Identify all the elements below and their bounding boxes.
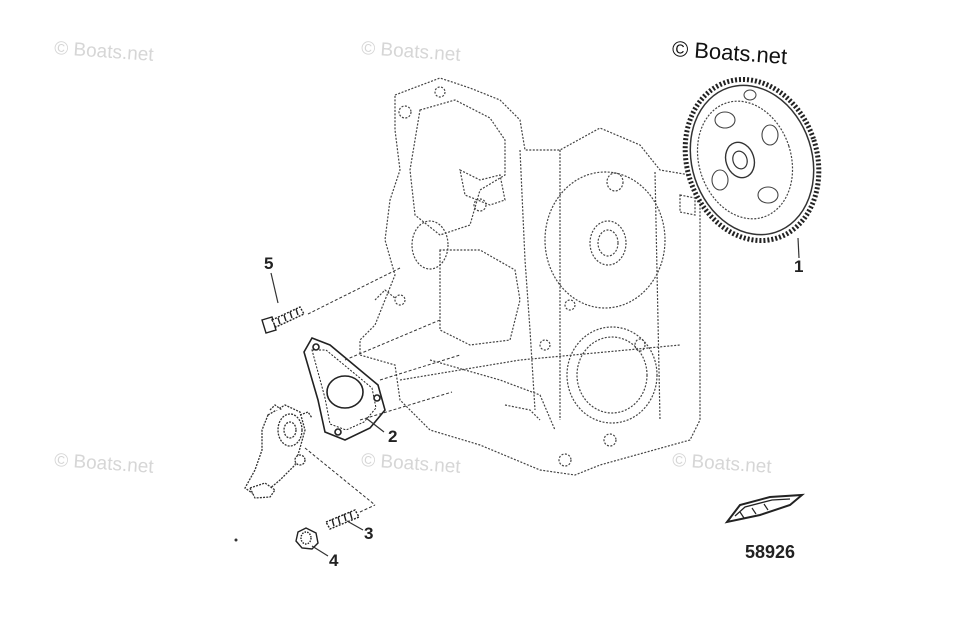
leader-lines [234,237,800,557]
callout-1: 1 [794,257,804,276]
callout-5: 5 [264,254,274,273]
callout-2: 2 [388,427,398,446]
nut [295,527,319,550]
pump-assembly [244,404,313,499]
bolt [261,306,305,334]
diagram-reference-number: 58926 [745,542,796,562]
boat-icon [724,493,805,524]
callout-4: 4 [329,551,339,570]
engine-housing [359,77,701,476]
stud [324,509,361,530]
gasket [303,337,386,441]
camshaft-gear [682,76,822,244]
callout-3: 3 [364,524,374,543]
